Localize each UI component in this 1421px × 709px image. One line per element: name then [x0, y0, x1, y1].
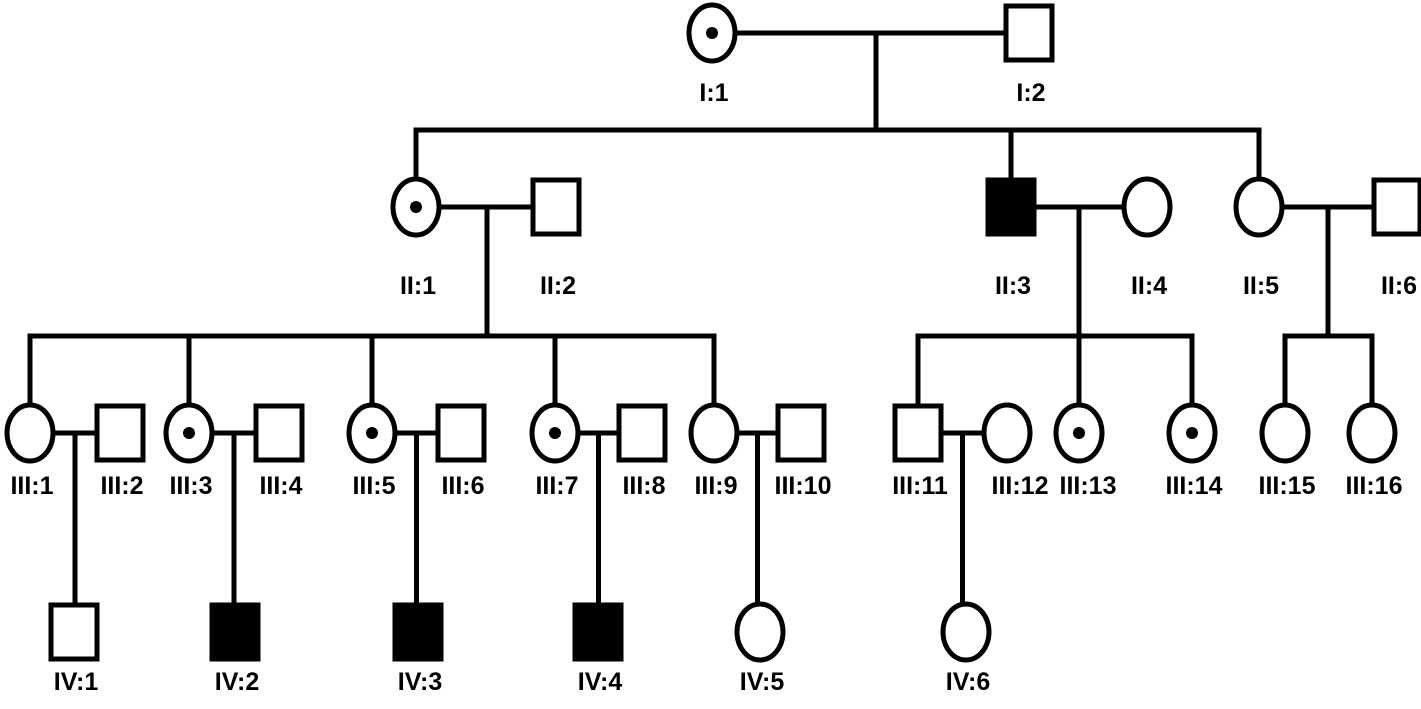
unaffected-female-circle: [940, 601, 992, 663]
unaffected-female-circle: [1121, 176, 1173, 238]
individual-label: III:3: [169, 472, 212, 500]
individual-label: IV:4: [578, 668, 623, 696]
unaffected-male-square: [1371, 177, 1421, 237]
individual-label: II:1: [400, 272, 436, 300]
individual-label: IV:6: [946, 668, 990, 696]
carrier-dot-icon: [1073, 427, 1085, 439]
unaffected-male-square: [775, 403, 827, 463]
unaffected-male-square: [435, 403, 487, 463]
unaffected-female-circle: [981, 402, 1033, 464]
individual-label: III:2: [100, 472, 143, 500]
carrier-dot-icon: [549, 427, 561, 439]
individual-label: II:6: [1381, 272, 1417, 300]
individual-label: III:16: [1346, 472, 1403, 500]
affected-male-square: [572, 602, 624, 662]
individual-label: III:15: [1259, 472, 1316, 500]
unaffected-female-circle: [734, 601, 786, 663]
individual-label: IV:2: [215, 668, 259, 696]
individual-label: IV:3: [398, 668, 442, 696]
unaffected-female-circle: [1259, 402, 1311, 464]
individual-label: IV:5: [740, 668, 785, 696]
individual-label: III:9: [694, 472, 737, 500]
individual-label: I:1: [699, 79, 728, 107]
carrier-dot-icon: [1186, 427, 1198, 439]
individual-label: III:7: [535, 472, 578, 500]
unaffected-female-circle: [1346, 402, 1398, 464]
individual-label: I:2: [1016, 79, 1045, 107]
individual-label: III:8: [622, 472, 665, 500]
individual-label: II:3: [995, 272, 1031, 300]
carrier-dot-icon: [410, 201, 422, 213]
individual-label: III:5: [352, 472, 395, 500]
unaffected-male-square: [253, 403, 305, 463]
individual-label: III:12: [992, 472, 1049, 500]
affected-male-square: [392, 602, 444, 662]
unaffected-male-square: [530, 177, 582, 237]
individual-label: II:4: [1131, 272, 1167, 300]
unaffected-female-circle: [1233, 176, 1285, 238]
individual-label: II:2: [540, 272, 576, 300]
individual-label: III:6: [441, 472, 484, 500]
unaffected-male-square: [616, 403, 668, 463]
unaffected-female-circle: [4, 402, 56, 464]
individual-label: III:13: [1060, 472, 1117, 500]
individual-label: II:5: [1243, 272, 1279, 300]
unaffected-male-square: [48, 602, 100, 662]
affected-male-square: [985, 177, 1037, 237]
unaffected-male-square: [94, 403, 146, 463]
individual-label: III:1: [10, 472, 53, 500]
individual-label: III:11: [892, 472, 948, 500]
carrier-dot-icon: [706, 27, 718, 39]
individual-label: III:10: [775, 472, 832, 500]
carrier-dot-icon: [183, 427, 195, 439]
unaffected-female-circle: [688, 402, 740, 464]
unaffected-male-square: [892, 403, 944, 463]
affected-male-square: [209, 602, 261, 662]
individual-label: IV:1: [54, 668, 99, 696]
unaffected-male-square: [1003, 3, 1055, 63]
carrier-dot-icon: [366, 427, 378, 439]
individual-label: III:14: [1166, 472, 1223, 500]
individual-label: III:4: [259, 472, 302, 500]
